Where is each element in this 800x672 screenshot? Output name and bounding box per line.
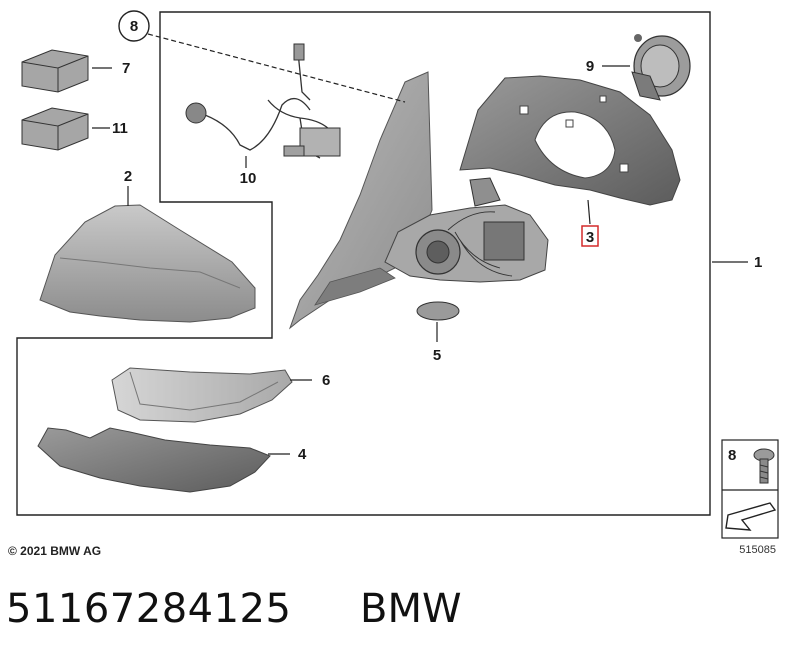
callout-1: 1: [754, 254, 762, 271]
callout-8-circle: [118, 10, 150, 42]
callout-6: 6: [322, 372, 330, 389]
pad-part-7: [21, 49, 89, 93]
callout-4: 4: [298, 446, 307, 463]
part-number: 51167284125: [6, 586, 292, 632]
brand-name: BMW: [360, 586, 462, 632]
lower-trim-part-4: [37, 427, 271, 493]
pad-part-11: [21, 107, 89, 151]
copyright-text: © 2021 BMW AG: [8, 544, 101, 558]
callout-5: 5: [433, 347, 441, 364]
mirror-base-foot: [314, 267, 396, 306]
assembly-outline: [16, 11, 711, 516]
parts-diagram: 8 7 11 2 10 9 3 1 5 6 4 8 © 2021 BMW AG …: [8, 10, 779, 558]
turn-signal-lens-part-6: [111, 367, 293, 423]
glass-actuator-part-9: [631, 34, 691, 101]
callout-7: 7: [122, 60, 130, 77]
arrow-icon: [725, 502, 777, 531]
screw-icon: [753, 448, 775, 484]
legend-screw-number: 8: [728, 447, 736, 464]
callout-3: 3: [586, 229, 594, 246]
callout-8: 8: [130, 18, 138, 35]
connector-plug: [185, 102, 207, 124]
mirror-cap-part-2: [39, 204, 256, 323]
diagram-ref: 515085: [739, 544, 776, 556]
control-unit-box: [483, 221, 525, 261]
leader-lines: [92, 33, 748, 455]
callout-9: 9: [586, 58, 594, 75]
callout-10: 10: [240, 170, 257, 187]
callout-11: 11: [112, 120, 128, 137]
callout-2: 2: [124, 168, 132, 185]
mirror-frame-opening: [534, 111, 616, 179]
callout-3-highlight: [581, 225, 599, 247]
pad-part-5: [416, 301, 460, 321]
